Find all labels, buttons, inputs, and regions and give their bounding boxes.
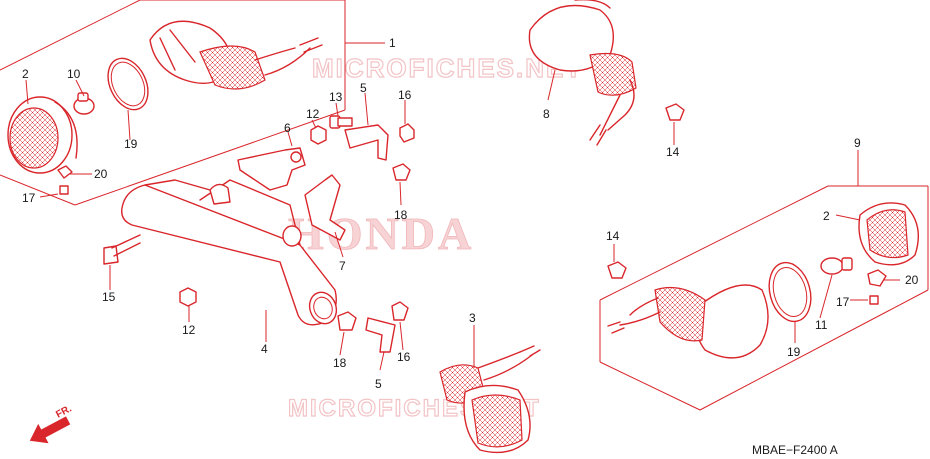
callout-12-bottom: 12 [182, 323, 196, 337]
callout-18-top: 18 [394, 208, 408, 222]
callout-5-top: 5 [360, 81, 367, 95]
callout-19-left: 19 [124, 137, 138, 151]
part-bulb-right [820, 257, 853, 275]
callout-16-top: 16 [398, 88, 412, 102]
callout-6: 6 [284, 121, 291, 135]
callout-8: 8 [543, 107, 550, 121]
callout-17-left: 17 [22, 191, 36, 205]
part-bracket-5-upper [344, 124, 389, 161]
callout-15: 15 [102, 290, 116, 304]
callout-4: 4 [261, 342, 268, 356]
callout-10: 10 [67, 67, 81, 81]
leader-lines [25, 42, 900, 371]
callout-19-right: 19 [787, 345, 801, 359]
diagram-code: MBAE−F2400 A [752, 443, 838, 457]
part-gasket-left [107, 57, 149, 111]
left-rear-signal-group [0, 0, 346, 206]
fasteners [103, 115, 415, 331]
callout-16-bottom: 16 [397, 350, 411, 364]
part-bracket-7 [304, 174, 346, 241]
front-arrow-icon [29, 416, 71, 444]
callout-13: 13 [329, 90, 343, 104]
callout-17-right: 17 [836, 295, 850, 309]
callouts: 1 2 10 19 20 17 6 12 13 5 16 18 7 15 12 … [22, 36, 919, 391]
callout-18-bottom: 18 [333, 356, 347, 370]
part-stay-pipe [121, 179, 338, 326]
callout-5-bottom: 5 [375, 377, 382, 391]
front-label: FR. [54, 403, 74, 420]
part-bracket-6 [237, 147, 306, 191]
callout-7: 7 [339, 259, 346, 273]
callout-20-right: 20 [905, 273, 919, 287]
part-bracket-5-lower [365, 317, 396, 353]
callout-11: 11 [815, 318, 828, 332]
part-lens-right [858, 202, 919, 266]
callout-14-top: 14 [666, 145, 680, 159]
callout-20-left: 20 [94, 167, 108, 181]
part-screw-left [57, 165, 73, 195]
part-bulb-left [73, 92, 95, 115]
right-front-signal-group [599, 185, 929, 411]
callout-2-right: 2 [823, 209, 830, 223]
callout-14-bottom: 14 [606, 229, 620, 243]
part-gasket-right [768, 261, 812, 323]
callout-3: 3 [469, 311, 476, 325]
callout-1: 1 [389, 36, 396, 50]
callout-12-top: 12 [306, 107, 320, 121]
part-lens-left [7, 96, 78, 174]
part-signal-8 [528, 0, 685, 146]
callout-9: 9 [854, 136, 861, 150]
part-housing-left [149, 20, 323, 90]
part-signal-3 [439, 345, 541, 454]
callout-2-left: 2 [22, 67, 29, 81]
